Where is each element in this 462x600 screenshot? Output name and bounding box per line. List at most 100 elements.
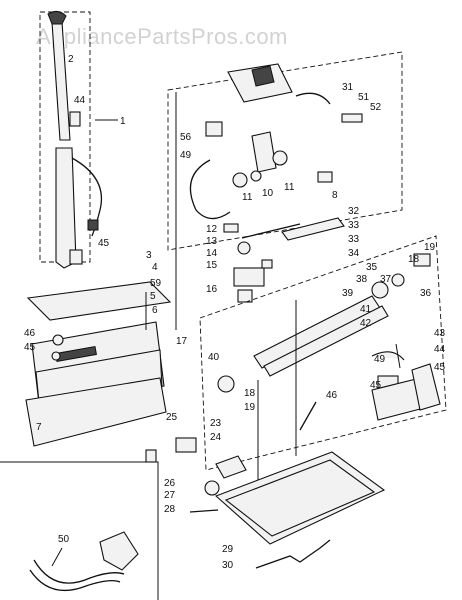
hose-50	[29, 569, 121, 592]
leader-50	[51, 547, 63, 567]
part-12	[223, 223, 239, 233]
nut-46	[51, 351, 61, 361]
washer-11b	[272, 150, 288, 166]
lower-handle-tube	[55, 147, 77, 269]
belt-guard-19	[413, 253, 431, 267]
handle-clip	[69, 111, 81, 127]
base-inner	[224, 459, 376, 537]
callout-12: 12	[206, 224, 218, 235]
guide-lines	[175, 92, 297, 480]
rod-29-30	[281, 217, 345, 241]
motor-group-box	[167, 51, 403, 251]
brush-strip-39	[263, 305, 389, 377]
callout-13: 13	[206, 236, 218, 247]
callout-31: 33	[348, 234, 360, 245]
callout-38: 41	[360, 304, 372, 315]
pedal-16	[237, 289, 253, 303]
callout-52: 52	[370, 102, 382, 113]
hood-cover	[26, 281, 172, 321]
callout-25: 28	[164, 504, 176, 515]
callout-14: 14	[206, 248, 218, 259]
callout-36: 39	[342, 288, 354, 299]
clip-21	[215, 455, 247, 479]
plug-52	[341, 113, 363, 123]
brushroll-group-box	[199, 235, 447, 471]
base-housing	[145, 437, 386, 569]
callout-56: 56	[180, 132, 192, 143]
cord-switch	[87, 219, 99, 231]
handle-42	[411, 363, 441, 411]
wheel-24	[204, 480, 220, 496]
brushroll-assembly	[199, 235, 447, 471]
stop-32	[261, 259, 273, 269]
gear-14	[237, 241, 251, 255]
clip-8	[317, 171, 333, 183]
latch-15	[233, 267, 265, 287]
callout-59: 59	[150, 278, 162, 289]
callout-32: 34	[348, 248, 360, 259]
callout-22: 25	[166, 412, 178, 423]
callout-23: 26	[164, 478, 176, 489]
callout-43: 45	[370, 380, 382, 391]
bracket-56	[205, 121, 223, 137]
callout-18a: 18	[408, 254, 420, 265]
callout-44: 46	[326, 390, 338, 401]
bolt-47	[52, 334, 64, 346]
callout-46: 45	[24, 342, 36, 353]
callout-3: 3	[146, 250, 152, 261]
washer-11a	[232, 172, 248, 188]
motor-top-assembly	[167, 51, 403, 251]
callout-41: 44	[434, 344, 446, 355]
attachment-inset	[0, 461, 159, 600]
callout-11a: 11	[242, 192, 253, 203]
spacer	[250, 170, 262, 182]
belt-49	[371, 351, 405, 361]
callout-51: 51	[358, 92, 370, 103]
callout-19a: 19	[424, 242, 436, 253]
callout-16: 16	[206, 284, 218, 295]
callout-24: 27	[164, 490, 176, 501]
callout-5: 5	[150, 291, 156, 302]
callout-20: 23	[210, 418, 222, 429]
hood-assembly	[25, 281, 172, 447]
callout-11b: 11	[284, 182, 295, 193]
callout-48: 49	[180, 150, 192, 161]
callout-8: 8	[332, 190, 338, 201]
lower-clip	[69, 249, 83, 265]
callout-4: 4	[152, 262, 158, 273]
callout-50: 50	[58, 534, 70, 545]
motor-shaft-10	[251, 131, 277, 173]
callout-30: 33	[348, 220, 360, 231]
callout-26: 29	[222, 544, 234, 555]
knob-23	[145, 449, 157, 463]
callout-17: 17	[176, 336, 188, 347]
callout-2: 2	[68, 54, 74, 65]
callout-42: 45	[434, 362, 446, 373]
callout-33a: 35	[366, 262, 378, 273]
callout-labels: 2 44 1 3 45 4 59 5 6 46 45 7 50 31 51 52…	[24, 54, 446, 571]
hose-fitting	[99, 531, 139, 571]
callout-39: 42	[360, 318, 372, 329]
callout-21: 24	[210, 432, 222, 443]
callout-10: 10	[262, 188, 274, 199]
callout-7: 7	[36, 422, 42, 433]
latch-assembly	[223, 217, 345, 303]
hose-50-inner	[33, 559, 125, 584]
callout-19b: 19	[244, 402, 256, 413]
cord-51	[295, 92, 331, 105]
callout-45: 44	[74, 95, 86, 106]
handle-grip-top	[47, 10, 67, 25]
callout-6: 6	[152, 305, 158, 316]
bearing-35	[371, 281, 389, 299]
switch-knob	[251, 65, 275, 87]
axle-25	[189, 509, 219, 513]
callout-45b: 45	[98, 238, 110, 249]
end-cap-37	[217, 375, 235, 393]
watermark: AppliancePartsPros.com	[36, 24, 288, 49]
rod-44	[299, 401, 317, 431]
end-cap-34	[391, 273, 405, 287]
handle-assembly	[39, 10, 118, 269]
switch-22	[175, 437, 197, 453]
callout-33b: 36	[420, 288, 432, 299]
